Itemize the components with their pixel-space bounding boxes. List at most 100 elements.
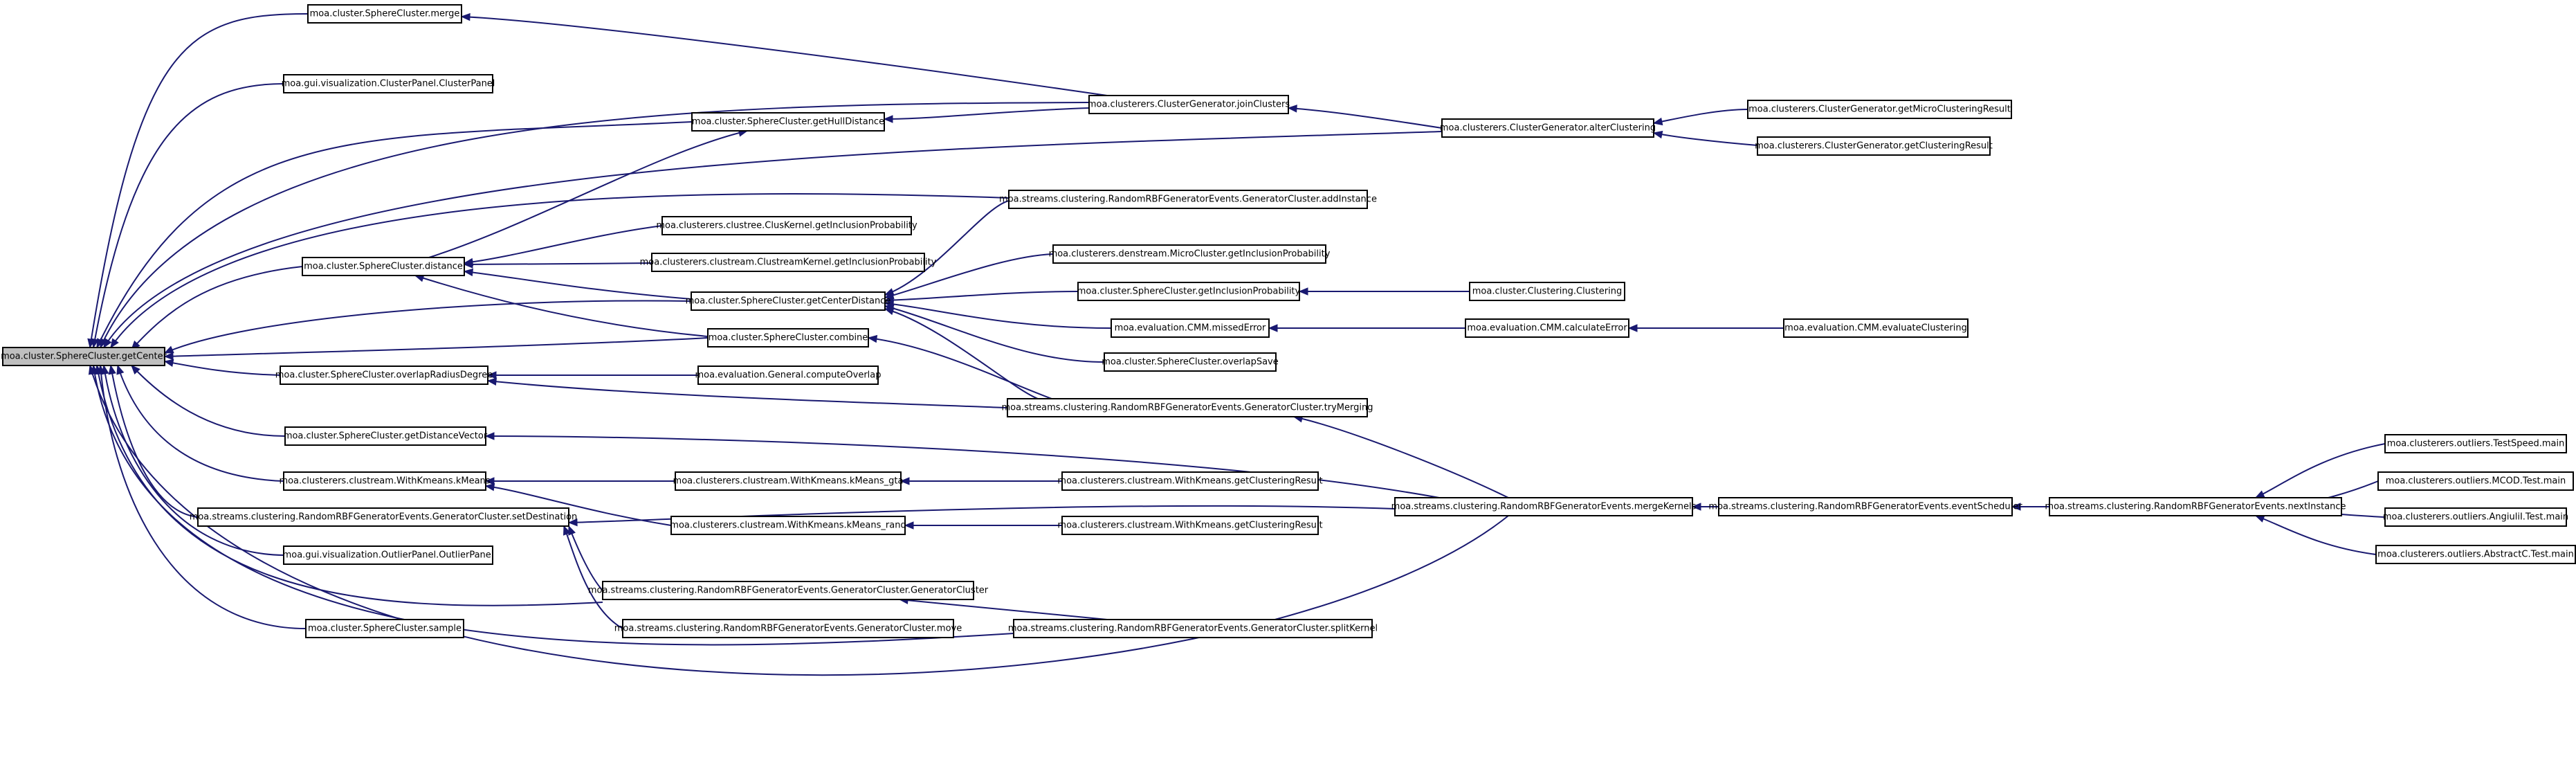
- graph-node[interactable]: moa.clusterers.ClusterGenerator.getClust…: [1755, 136, 1993, 156]
- node-box[interactable]: [1008, 190, 1368, 209]
- graph-node[interactable]: moa.clusterers.ClusterGenerator.alterClu…: [1440, 118, 1656, 138]
- node-box[interactable]: [1104, 352, 1277, 372]
- node-box[interactable]: [1783, 318, 1968, 338]
- graph-node[interactable]: moa.streams.clustering.RandomRBFGenerato…: [190, 507, 578, 527]
- node-box[interactable]: [707, 328, 869, 348]
- node-box[interactable]: [1465, 318, 1629, 338]
- node-box[interactable]: [2384, 434, 2567, 453]
- node-box[interactable]: [2, 347, 165, 366]
- graph-node[interactable]: moa.cluster.SphereCluster.distance: [302, 257, 465, 276]
- node-box[interactable]: [651, 253, 925, 272]
- node-box[interactable]: [1077, 282, 1300, 301]
- node-box[interactable]: [691, 291, 886, 311]
- edge-n38-to-n31: [2254, 515, 2377, 555]
- node-box[interactable]: [2384, 507, 2567, 527]
- node-box[interactable]: [1052, 244, 1326, 264]
- node-box[interactable]: [661, 216, 912, 235]
- graph-node[interactable]: moa.streams.clustering.RandomRBFGenerato…: [1002, 398, 1373, 417]
- graph-node[interactable]: moa.clusterers.clustream.ClustreamKernel…: [640, 253, 937, 272]
- node-box[interactable]: [1757, 136, 1991, 156]
- edge-n35-to-n0: [108, 364, 199, 518]
- node-box[interactable]: [1061, 471, 1319, 491]
- graph-node[interactable]: moa.cluster.Clustering.Clustering: [1469, 282, 1625, 301]
- node-label: moa.evaluation.CMM.evaluateClustering: [1784, 323, 1967, 334]
- graph-node[interactable]: moa.cluster.SphereCluster.merge: [307, 4, 462, 24]
- graph-node[interactable]: moa.clusterers.ClusterGenerator.joinClus…: [1088, 95, 1290, 114]
- graph-node[interactable]: moa.cluster.SphereCluster.overlapRadiusD…: [275, 366, 493, 385]
- graph-node[interactable]: moa.clusterers.clustree.ClusKernel.getIn…: [656, 216, 917, 235]
- graph-node[interactable]: moa.clusterers.clustream.WithKmeans.getC…: [1057, 516, 1323, 535]
- node-box[interactable]: [697, 366, 879, 385]
- node-box[interactable]: [197, 507, 569, 527]
- node-label: moa.evaluation.General.computeOverlap: [695, 370, 881, 381]
- graph-node[interactable]: moa.streams.clustering.RandomRBFGenerato…: [614, 619, 962, 638]
- graph-node[interactable]: moa.evaluation.General.computeOverlap: [695, 366, 881, 385]
- graph-node[interactable]: moa.clusterers.clustream.WithKmeans.kMea…: [673, 471, 904, 491]
- graph-node[interactable]: moa.cluster.SphereCluster.overlapSave: [1102, 352, 1279, 372]
- node-box[interactable]: [280, 366, 488, 385]
- node-box[interactable]: [670, 516, 906, 535]
- graph-node[interactable]: moa.streams.clustering.RandomRBFGenerato…: [2045, 497, 2346, 516]
- graph-node[interactable]: moa.evaluation.CMM.calculateError: [1465, 318, 1629, 338]
- node-box[interactable]: [307, 4, 462, 24]
- node-box[interactable]: [283, 471, 486, 491]
- root-node[interactable]: moa.cluster.SphereCluster.getCenter: [1, 347, 167, 366]
- node-box[interactable]: [284, 426, 486, 446]
- node-box[interactable]: [1469, 282, 1625, 301]
- node-box[interactable]: [302, 257, 465, 276]
- graph-node[interactable]: moa.evaluation.CMM.evaluateClustering: [1783, 318, 1968, 338]
- node-box[interactable]: [2049, 497, 2342, 516]
- edge-line: [131, 266, 303, 350]
- node-box[interactable]: [2375, 545, 2576, 564]
- graph-node[interactable]: moa.gui.visualization.OutlierPanel.Outli…: [283, 545, 494, 565]
- graph-node[interactable]: moa.clusterers.clustream.WithKmeans.kMea…: [670, 516, 906, 535]
- graph-node[interactable]: moa.clusterers.outliers.TestSpeed.main: [2384, 434, 2567, 453]
- node-label: moa.streams.clustering.RandomRBFGenerato…: [588, 586, 989, 596]
- graph-node[interactable]: moa.clusterers.denstream.MicroCluster.ge…: [1049, 244, 1331, 264]
- node-box[interactable]: [283, 545, 493, 565]
- graph-node[interactable]: moa.evaluation.CMM.missedError: [1111, 318, 1270, 338]
- node-box[interactable]: [1007, 398, 1368, 417]
- node-box[interactable]: [1747, 100, 2012, 119]
- graph-node[interactable]: moa.gui.visualization.ClusterPanel.Clust…: [282, 74, 495, 93]
- node-box[interactable]: [1111, 318, 1270, 338]
- edge-n4-to-n0: [100, 102, 1090, 349]
- graph-node[interactable]: moa.clusterers.clustream.WithKmeans.kMea…: [279, 471, 491, 491]
- node-label: moa.cluster.SphereCluster.distance: [304, 262, 463, 272]
- graph-node[interactable]: moa.cluster.SphereCluster.getDistanceVec…: [284, 426, 488, 446]
- graph-node[interactable]: moa.streams.clustering.RandomRBFGenerato…: [1008, 619, 1378, 638]
- node-box[interactable]: [1061, 516, 1319, 535]
- edge-n18-to-n17: [1627, 324, 1784, 332]
- graph-node[interactable]: moa.streams.clustering.RandomRBFGenerato…: [1708, 497, 2022, 516]
- arrowhead-icon: [460, 12, 471, 21]
- graph-node[interactable]: moa.clusterers.outliers.MCOD.Test.main: [2377, 471, 2574, 491]
- node-box[interactable]: [1441, 118, 1654, 138]
- node-box[interactable]: [622, 619, 954, 638]
- node-box[interactable]: [1394, 497, 1693, 516]
- node-box[interactable]: [2377, 471, 2574, 491]
- graph-node[interactable]: moa.cluster.SphereCluster.getInclusionPr…: [1077, 282, 1301, 301]
- graph-node[interactable]: moa.clusterers.clustream.WithKmeans.getC…: [1057, 471, 1323, 491]
- graph-node[interactable]: moa.streams.clustering.RandomRBFGenerato…: [588, 581, 989, 600]
- node-box[interactable]: [1013, 619, 1373, 638]
- graph-node[interactable]: moa.clusterers.ClusterGenerator.getMicro…: [1747, 100, 2012, 119]
- node-label: moa.cluster.SphereCluster.getCenter: [1, 352, 167, 362]
- node-box[interactable]: [691, 112, 885, 132]
- node-box[interactable]: [675, 471, 902, 491]
- graph-node[interactable]: moa.clusterers.outliers.AbstractC.Test.m…: [2375, 545, 2576, 564]
- node-box[interactable]: [283, 74, 493, 93]
- edge-line: [884, 305, 1105, 363]
- graph-node[interactable]: moa.cluster.SphereCluster.combine: [707, 328, 869, 348]
- node-box[interactable]: [305, 619, 464, 638]
- graph-node[interactable]: moa.cluster.SphereCluster.getCenterDista…: [686, 291, 891, 311]
- node-box[interactable]: [1718, 497, 2013, 516]
- node-box[interactable]: [1088, 95, 1289, 114]
- graph-node[interactable]: moa.cluster.SphereCluster.getHullDistanc…: [691, 112, 885, 132]
- graph-node[interactable]: moa.streams.clustering.RandomRBFGenerato…: [999, 190, 1377, 209]
- graph-node[interactable]: moa.streams.clustering.RandomRBFGenerato…: [1391, 497, 1697, 516]
- graph-node[interactable]: moa.cluster.SphereCluster.sample: [305, 619, 464, 638]
- arrowhead-icon: [163, 352, 174, 361]
- node-box[interactable]: [602, 581, 974, 600]
- graph-node[interactable]: moa.clusterers.outliers.AngiuliI.Test.ma…: [2383, 507, 2568, 527]
